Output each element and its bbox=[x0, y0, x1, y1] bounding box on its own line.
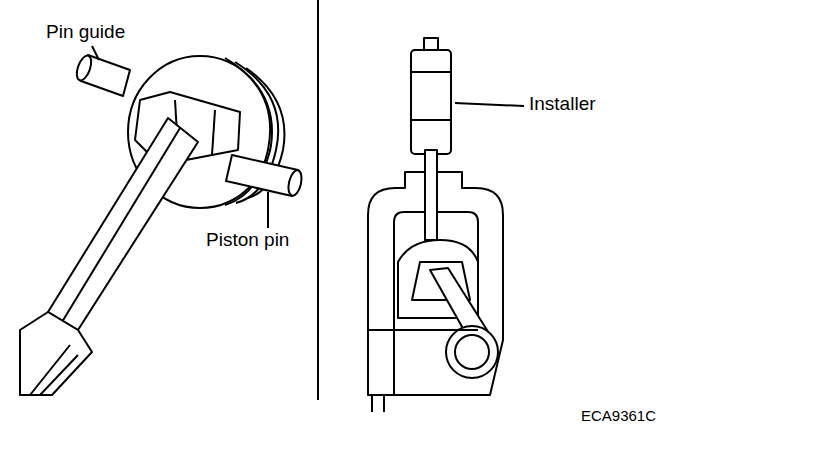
leader-line bbox=[267, 192, 269, 228]
piston-pin bbox=[226, 155, 298, 196]
connecting-rod bbox=[48, 118, 198, 330]
rod-big-end bbox=[446, 326, 498, 378]
leader-line bbox=[455, 103, 524, 106]
rod-big-end bbox=[20, 312, 92, 395]
piston-rib bbox=[212, 110, 215, 155]
press-leg bbox=[372, 395, 384, 412]
part-label: Pin guide bbox=[45, 22, 126, 43]
installer-shaft bbox=[425, 150, 437, 240]
installer-body bbox=[411, 50, 451, 154]
installer-band bbox=[411, 119, 451, 121]
leader-line bbox=[92, 46, 99, 60]
installer-knob bbox=[424, 38, 438, 50]
divider-line bbox=[317, 0, 319, 400]
installer-band bbox=[411, 71, 451, 73]
press-base bbox=[368, 330, 478, 395]
part-label: Installer bbox=[528, 94, 597, 115]
pin-guide-end bbox=[74, 54, 94, 83]
piston-pin-end bbox=[286, 169, 304, 197]
figure-code: ECA9361C bbox=[580, 408, 657, 425]
rod-bolt bbox=[30, 345, 78, 395]
rod-bearing bbox=[455, 335, 489, 369]
part-label: Piston pin bbox=[205, 230, 290, 251]
rod-rib bbox=[62, 128, 180, 322]
